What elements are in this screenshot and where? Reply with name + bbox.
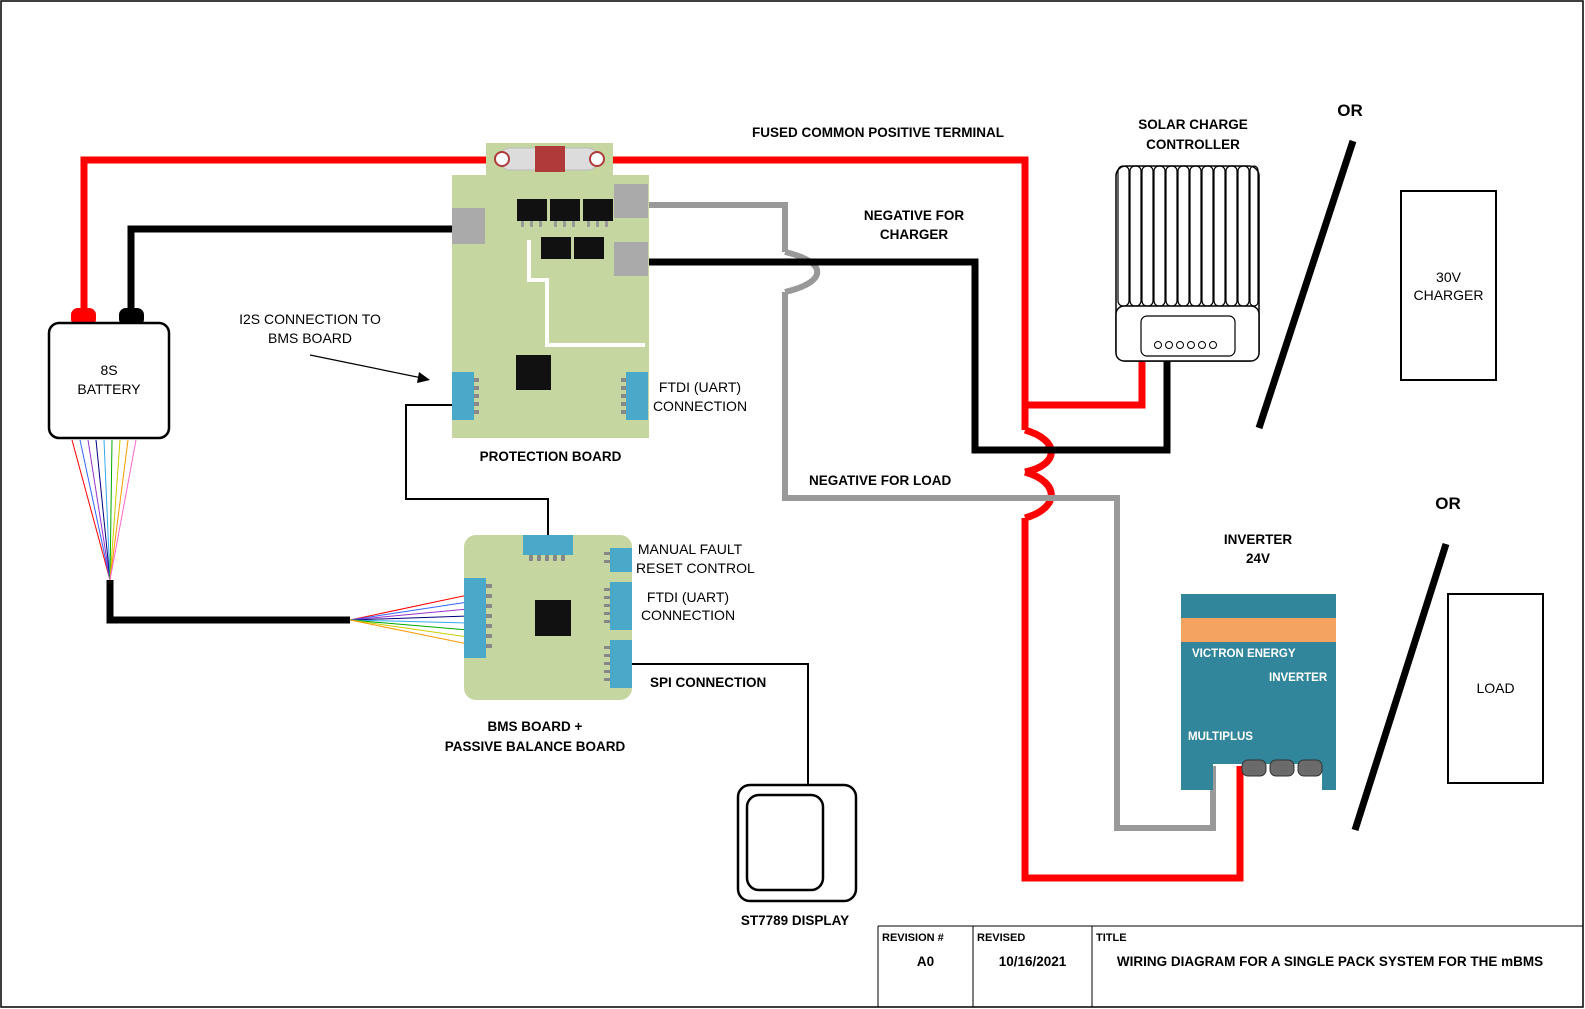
title-header: TITLE (1096, 932, 1127, 944)
inverter-positive-wire (1021, 518, 1244, 882)
charger-box (1400, 190, 1497, 381)
terminal-block (1140, 315, 1236, 357)
bms-label-2: PASSIVE BALANCE BOARD (444, 739, 626, 754)
pcb-trace (527, 240, 645, 347)
spi-wire (632, 663, 809, 786)
neg-charger-label-1: NEGATIVE FOR (863, 208, 965, 223)
protection-board-label: PROTECTION BOARD (479, 449, 622, 464)
battery-label-1: 8S (100, 362, 118, 378)
i2s-wire (405, 404, 549, 535)
neg-load-label: NEGATIVE FOR LOAD (809, 473, 952, 488)
bms-board (464, 535, 632, 700)
ftdi-connector-protection (626, 372, 648, 420)
battery-label-2: BATTERY (77, 381, 141, 397)
protection-board (452, 143, 649, 438)
battery (47, 308, 171, 440)
spi-connector (610, 640, 632, 688)
ftdi-connector-bms (610, 582, 632, 630)
solar-positive-wire (1025, 360, 1146, 409)
balance-leads-bms (349, 594, 469, 645)
charger-label-2: CHARGER (1413, 287, 1484, 303)
charger-label-1: 30V (1436, 269, 1461, 285)
ftdi-protection-label-2: CONNECTION (652, 398, 748, 414)
spi-label: SPI CONNECTION (650, 675, 767, 690)
bms-mcu (535, 600, 571, 636)
battery-negative-pad (452, 208, 485, 244)
or-label-bottom: OR (1435, 494, 1461, 513)
victron-brand-label: VICTRON ENERGY (1192, 648, 1296, 660)
fuse-element (535, 146, 565, 172)
balance-connector (464, 578, 486, 658)
bms-label-1: BMS BOARD + (487, 719, 583, 734)
revised-value: 10/16/2021 (998, 954, 1067, 969)
i2s-connector (452, 372, 474, 420)
inverter-terminals (1241, 759, 1323, 777)
load-label: LOAD (1476, 680, 1515, 696)
mosfets (517, 199, 613, 259)
revised-header: REVISED (977, 932, 1026, 944)
inverter-orange-band (1181, 618, 1336, 642)
revision-value: A0 (916, 954, 935, 969)
ftdi-bms-label-2: CONNECTION (640, 607, 736, 623)
fused-terminal-label: FUSED COMMON POSITIVE TERMINAL (752, 125, 1005, 140)
display-screen (745, 793, 825, 892)
load-negative-wire-top (633, 202, 788, 252)
fused-positive-wire (598, 156, 1029, 430)
manual-reset-label-1: MANUAL FAULT (637, 541, 743, 557)
victron-inverter (1181, 594, 1336, 790)
battery-negative-wire (127, 225, 462, 318)
solar-controller-label-2: CONTROLLER (1146, 137, 1240, 152)
manual-reset-label-2: RESET CONTROL (636, 560, 755, 576)
victron-multiplus-label: MULTIPLUS (1188, 731, 1253, 743)
charger-negative-wire (633, 258, 1171, 454)
inverter-label-2: 24V (1245, 551, 1271, 566)
battery-positive-wire (80, 156, 500, 318)
revision-header: REVISION # (882, 932, 944, 944)
st7789-display (736, 783, 858, 903)
title-value: WIRING DIAGRAM FOR A SINGLE PACK SYSTEM … (1116, 954, 1544, 969)
display-label: ST7789 DISPLAY (740, 913, 850, 928)
or-divider-top (1255, 139, 1357, 430)
load-negative-pad (614, 184, 648, 218)
i2s-arrow-line (309, 354, 423, 379)
victron-inverter-label: INVERTER (1269, 672, 1328, 684)
inverter-label-1: INVERTER (1223, 532, 1293, 547)
bms-i2s-connector (523, 535, 573, 555)
solar-controller-label-1: SOLAR CHARGE (1138, 117, 1248, 132)
reset-connector (610, 548, 632, 572)
i2s-arrow-head (417, 372, 430, 383)
or-divider-bottom (1351, 542, 1450, 832)
or-label-top: OR (1337, 101, 1363, 120)
ftdi-bms-label-1: FTDI (UART) (646, 589, 730, 605)
load-negative-hop (784, 249, 820, 295)
charger-negative-pad (614, 242, 648, 276)
protection-mcu (516, 355, 551, 390)
i2s-label-2: BMS BOARD (267, 330, 352, 346)
ftdi-protection-label-1: FTDI (UART) (658, 379, 742, 395)
battery-positive-terminal (71, 308, 96, 326)
title-block (877, 925, 1583, 1007)
neg-charger-label-2: CHARGER (879, 227, 949, 242)
load-negative-wire (782, 292, 1216, 831)
i2s-label-1: I2S CONNECTION TO (239, 311, 381, 327)
battery-body (47, 321, 171, 440)
solar-charge-controller (1115, 165, 1260, 362)
balance-cable (106, 580, 350, 624)
balance-leads-battery (71, 439, 137, 581)
battery-negative-terminal (119, 308, 144, 326)
load-box (1447, 593, 1544, 784)
